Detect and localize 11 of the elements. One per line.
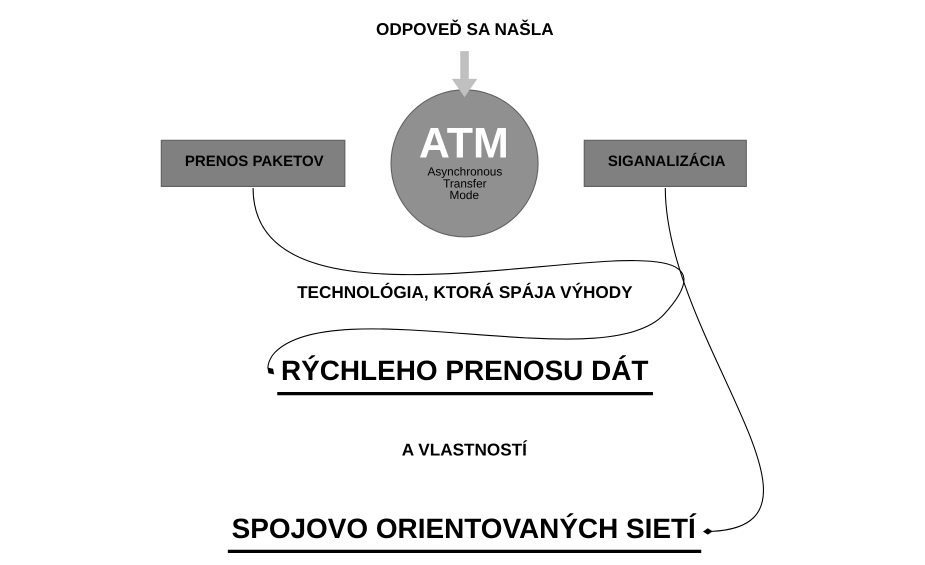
node-circle: ATM Asynchronous Transfer Mode: [390, 89, 539, 238]
node-box: SIGANALIZÁCIA: [584, 140, 747, 187]
node-box: PRENOS PAKETOV: [160, 140, 346, 187]
arrow: [452, 51, 478, 98]
node-text: ODPOVEĎ SA NAŠLA: [376, 18, 554, 39]
label: A VLASTNOSTÍ: [402, 440, 527, 460]
node-text: SPOJOVO ORIENTOVANÝCH SIETÍ: [232, 512, 696, 544]
connector: [664, 188, 764, 535]
connector: [252, 188, 683, 374]
label: TECHNOLÓGIA, KTORÁ SPÁJA VÝHODY: [297, 282, 633, 302]
node-text: RÝCHLEHO PRENOSU DÁT: [280, 354, 648, 386]
